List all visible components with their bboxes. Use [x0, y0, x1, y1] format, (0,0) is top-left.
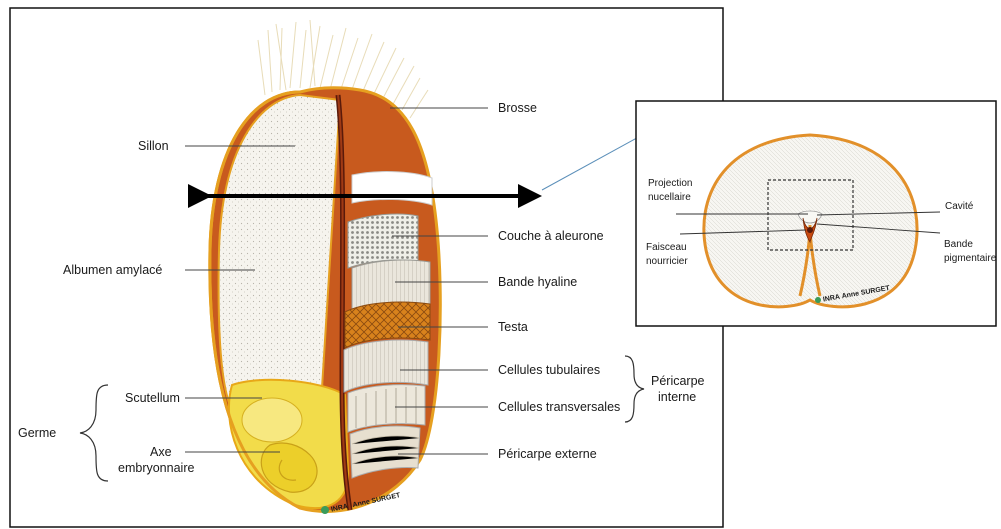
- label-pericarpe-interne-2: interne: [658, 390, 696, 404]
- label-pericarpe-externe: Péricarpe externe: [498, 447, 597, 461]
- label-projection-1: Projection: [648, 178, 692, 189]
- label-cellules-transversales: Cellules transversales: [498, 400, 620, 414]
- label-bande-2: pigmentaire: [944, 253, 997, 264]
- label-faisceau-2: nourricier: [646, 256, 688, 267]
- label-projection-2: nucellaire: [648, 192, 691, 203]
- label-germe: Germe: [18, 426, 56, 440]
- label-bande-1: Bande: [944, 239, 973, 250]
- label-brosse: Brosse: [498, 101, 537, 115]
- label-axe-2: embryonnaire: [118, 461, 194, 475]
- label-sillon: Sillon: [138, 139, 169, 153]
- label-bande-hyaline: Bande hyaline: [498, 275, 577, 289]
- label-albumen: Albumen amylacé: [63, 263, 162, 277]
- bande-hyaline-top: [352, 172, 432, 205]
- label-cavite: Cavité: [945, 201, 974, 212]
- cross-section-inset: Projection nucellaire Faisceau nourricie…: [636, 101, 997, 326]
- label-faisceau-1: Faisceau: [646, 242, 687, 253]
- label-cellules-tubulaires: Cellules tubulaires: [498, 363, 600, 377]
- label-scutellum: Scutellum: [125, 391, 180, 405]
- label-pericarpe-interne-1: Péricarpe: [651, 374, 705, 388]
- label-axe-1: Axe: [150, 445, 172, 459]
- label-couche-aleurone: Couche à aleurone: [498, 229, 604, 243]
- faisceau-nourricier-dot: [807, 227, 813, 233]
- scutellum-shape: [242, 398, 302, 442]
- label-testa: Testa: [498, 320, 528, 334]
